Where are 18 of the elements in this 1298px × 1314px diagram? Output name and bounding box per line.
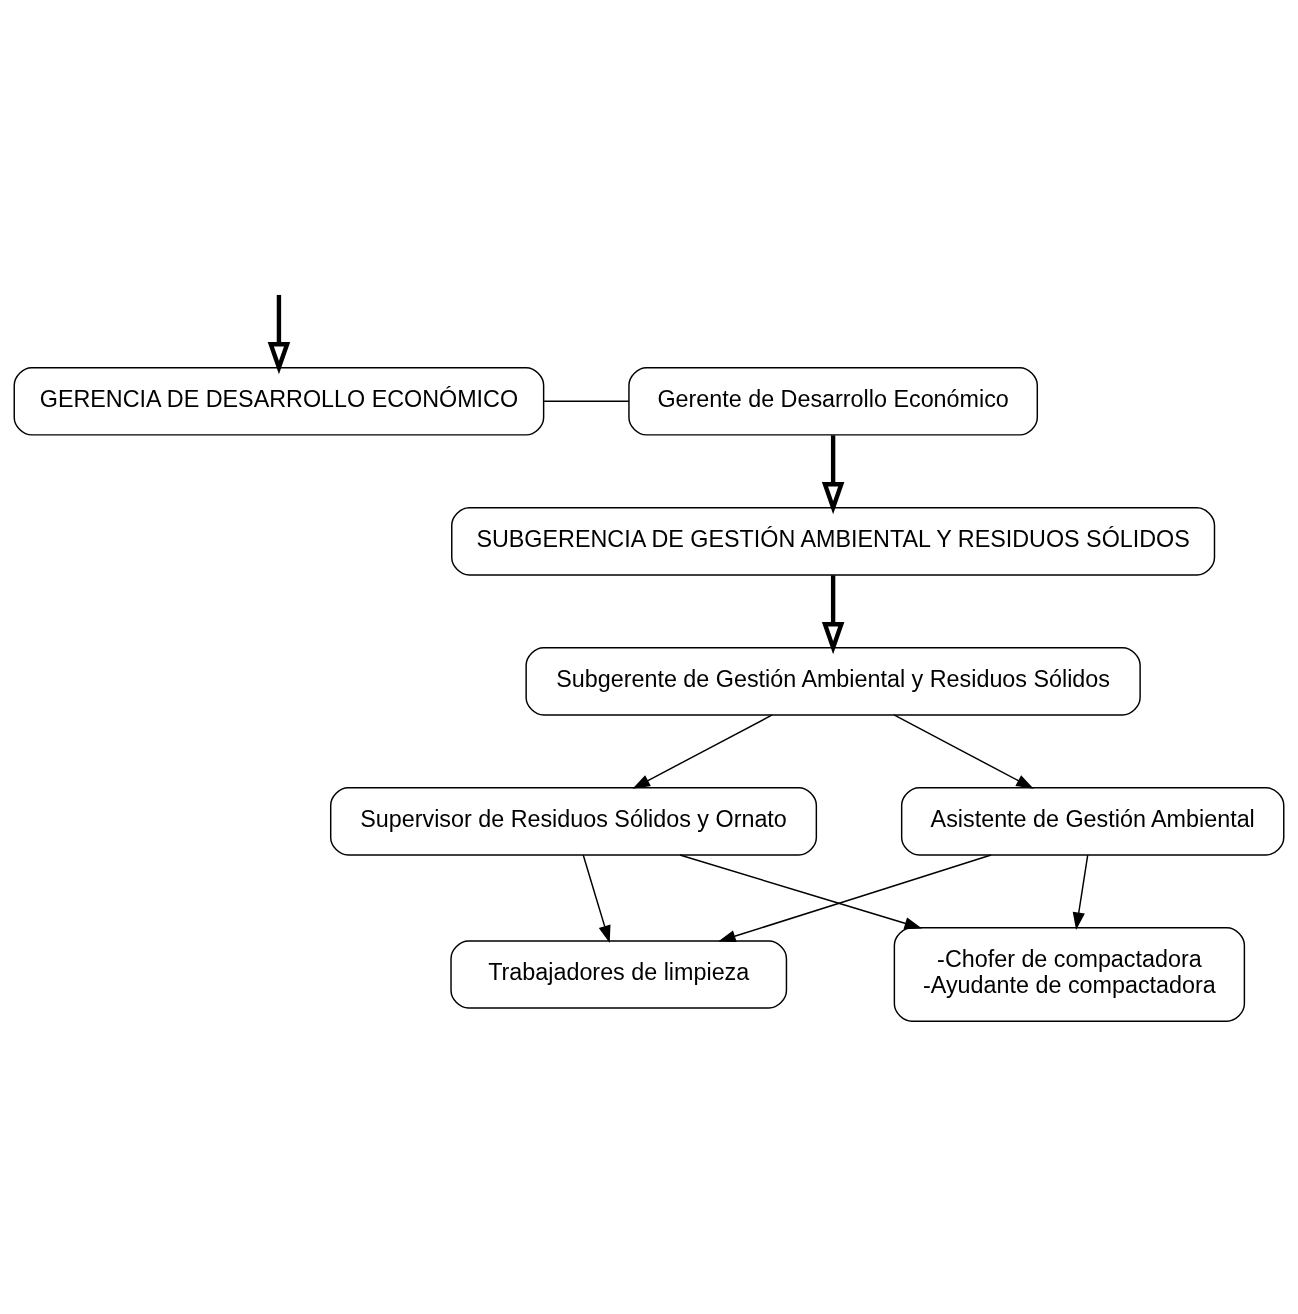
arrow [679,853,923,929]
arrow [893,713,1034,789]
arrow [1072,853,1089,930]
arrow [821,574,845,654]
node-box: Trabajadores de limpieza [450,939,788,1009]
node-box: Gerente de Desarrollo Económico [628,366,1039,436]
arrow [718,853,992,942]
arrow [632,713,773,789]
arrow [582,853,611,943]
node-box: Subgerente de Gestión Ambiental y Residuos Sólidos [525,646,1141,716]
node-box: -Chofer de compactadora -Ayudante de compactadora [893,926,1246,1022]
arrow [821,434,845,514]
node-box: Supervisor de Residuos Sólidos y Ornato [329,786,818,856]
arrow [267,294,291,374]
node-box: Asistente de Gestión Ambiental [900,786,1285,856]
node-box: GERENCIA DE DESARROLLO ECONÓMICO [13,366,545,436]
connector [543,400,630,402]
node-box: SUBGERENCIA DE GESTIÓN AMBIENTAL Y RESIDUOS SÓLIDOS [451,506,1216,576]
